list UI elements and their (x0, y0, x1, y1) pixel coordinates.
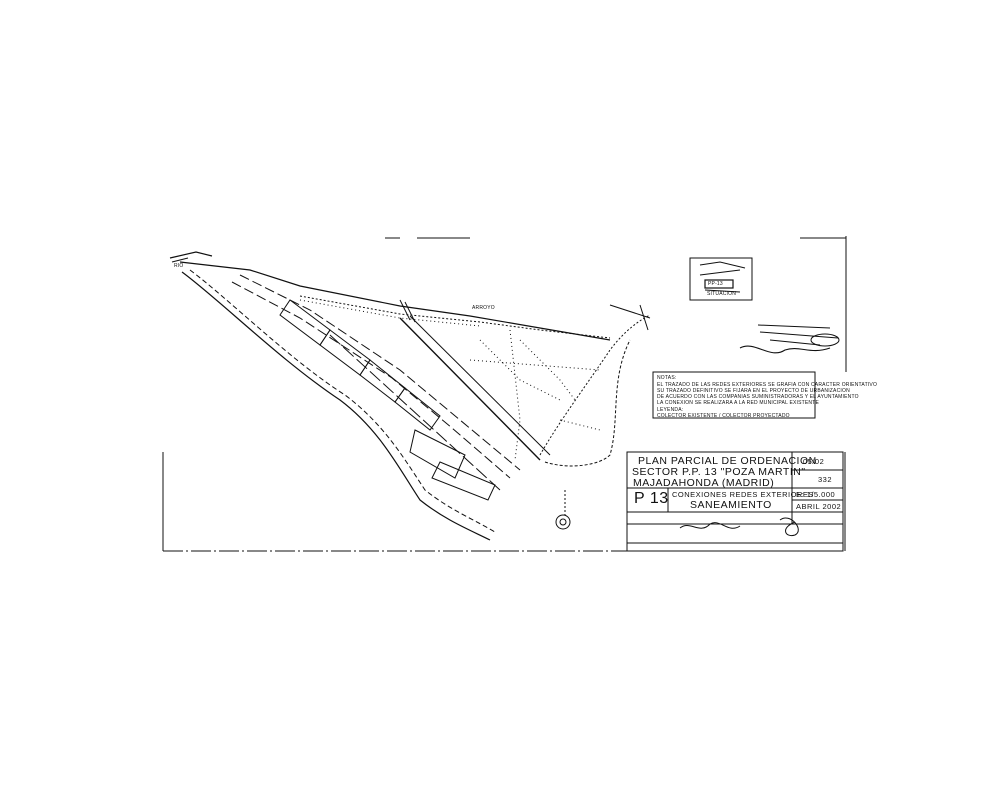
title-block-frame (626, 451, 844, 552)
notes-line-4: LA CONEXION SE REALIZARA A LA RED MUNICI… (657, 400, 820, 406)
title-line-2: SECTOR P.P. 13 "POZA MARTIN" (632, 466, 806, 478)
notes-line-1: EL TRAZADO DE LAS REDES EXTERIORES SE GR… (657, 382, 878, 388)
plan-subject-2: SANEAMIENTO (690, 499, 772, 511)
location-inset (689, 257, 753, 301)
date: ABRIL 2002 (796, 502, 842, 511)
notes-header: NOTAS: (657, 375, 677, 381)
notes-box (652, 371, 816, 419)
stamp-area (739, 324, 840, 354)
sheet-number: 332 (818, 475, 833, 484)
arroyo-label: ARROYO (472, 305, 495, 311)
west-label: RIO (174, 263, 184, 269)
notes-line-3: DE ACUERDO CON LAS COMPANIAS SUMINISTRAD… (657, 394, 859, 400)
title-line-3: MAJADAHONDA (MADRID) (633, 477, 775, 489)
plot-boundary (169, 251, 651, 541)
notes-line-2: SU TRAZADO DEFINITIVO SE FIJARA EN EL PR… (657, 388, 850, 394)
plan-subject: CONEXIONES REDES EXTERIORES (672, 490, 814, 499)
plan-number: P 13 (634, 490, 669, 507)
inset-sublabel: SITUACION (707, 291, 737, 297)
signature-scribbles (679, 517, 799, 537)
title-line-1: PLAN PARCIAL DE ORDENACION (638, 455, 817, 467)
notes-legend: COLECTOR EXISTENTE / COLECTOR PROYECTADO (657, 413, 790, 419)
notes-subheader: LEYENDA: (657, 407, 684, 413)
inset-label: PP-13 (708, 281, 723, 287)
ref-code: 05/02 (803, 457, 825, 466)
scale: E: 1/5.000 (796, 490, 836, 499)
